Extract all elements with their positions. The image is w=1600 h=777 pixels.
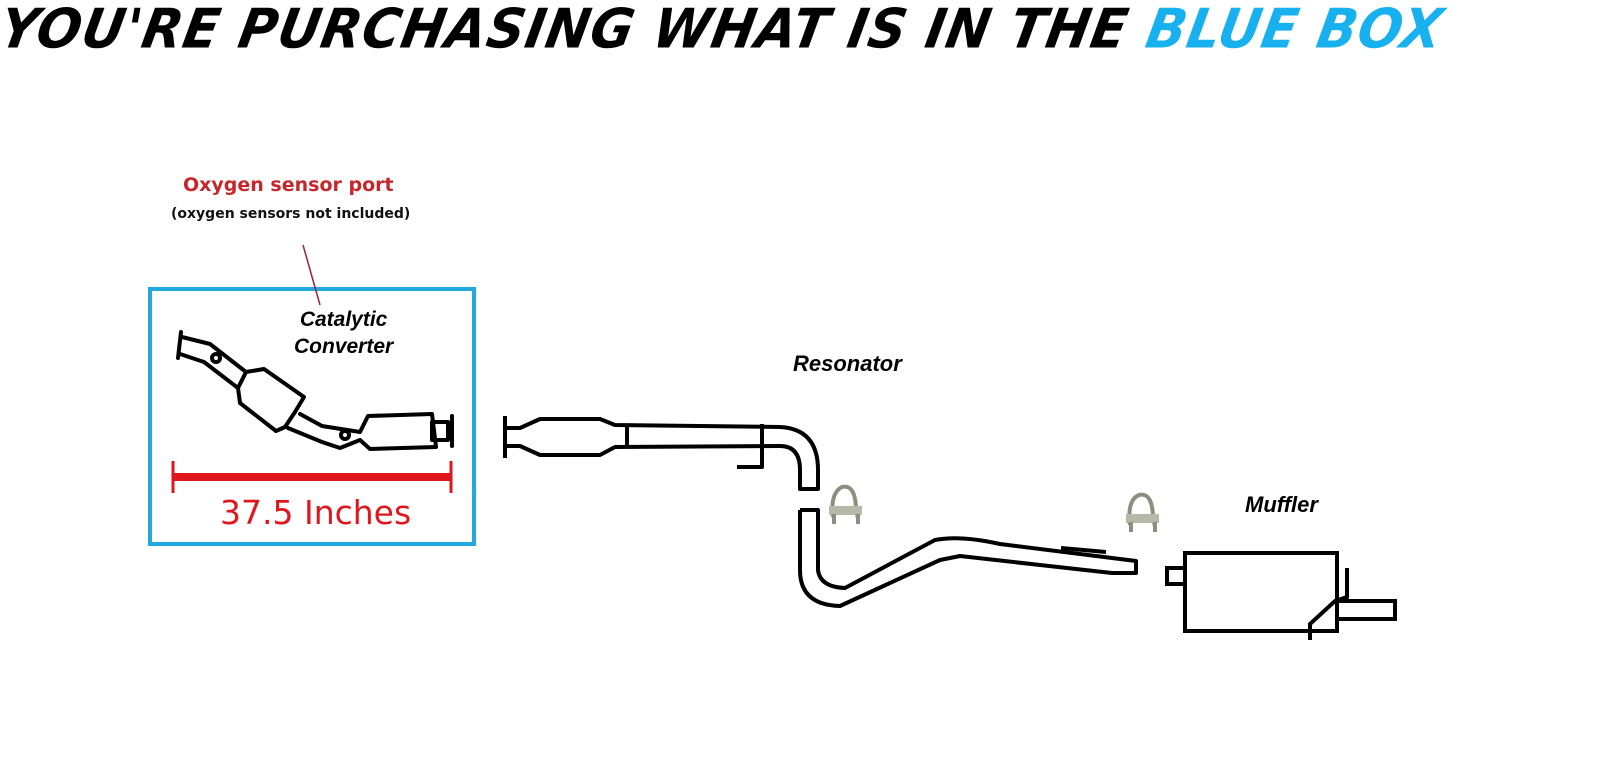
oxygen-sensor-label: Oxygen sensor port [183,174,394,196]
catalytic-converter-label: Catalytic Converter [294,306,393,360]
resonator-pipe [503,416,820,491]
muffler-drawing [1165,551,1397,640]
resonator-label: Resonator [793,351,902,376]
catalytic-converter-drawing [176,330,454,451]
u-clamp-icon [1126,492,1159,532]
catalytic-label-line1: Catalytic [299,308,388,331]
catalytic-label-line2: Converter [294,335,394,358]
length-measurement-label: 37.5 Inches [220,493,412,532]
oxygen-sensor-note: (oxygen sensors not included) [171,206,411,222]
mid-pipe [798,508,1138,608]
u-clamp-icon [829,484,862,524]
blue-box [148,287,476,546]
muffler-label: Muffler [1245,492,1318,517]
sensor-leader-line [302,244,321,306]
measurement-bar [171,461,453,493]
